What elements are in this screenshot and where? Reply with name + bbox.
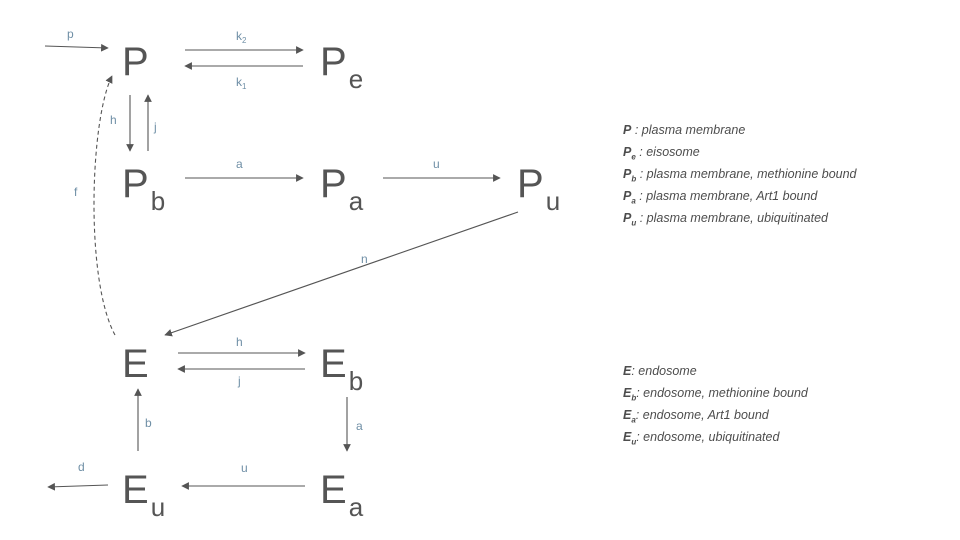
node-pe: Pe (320, 40, 363, 94)
rate-j-top-label: j (153, 120, 157, 134)
rate-h-bottom-label: h (236, 335, 243, 349)
rate-u-top-label: u (433, 157, 440, 171)
edge-p-influx (44, 43, 109, 52)
legend-item-pa: Pa : plasma membrane, Art1 bound (623, 189, 818, 206)
node-ea: Ea (320, 468, 364, 522)
legend-item-eb: Eb: endosome, methionine bound (623, 386, 808, 403)
node-pu: Pu (517, 162, 560, 216)
rate-n-label: n (361, 252, 368, 266)
rate-b-label: b (145, 416, 152, 430)
rate-k1-label: k1 (236, 75, 247, 91)
edge-f-recycle (93, 75, 116, 336)
node-pb: Pb (122, 162, 165, 216)
legend-item-pb: Pb : plasma membrane, methionine bound (623, 167, 857, 184)
legend-item-pu: Pu : plasma membrane, ubiquitinated (623, 211, 829, 228)
legend-endosome: E: endosome Eb: endosome, methionine bou… (623, 363, 808, 451)
edge-n (164, 211, 519, 337)
legend-item-ea: Ea: endosome, Art1 bound (623, 408, 769, 425)
rate-a-top-label: a (236, 157, 243, 171)
node-eb: Eb (320, 342, 363, 396)
node-p: P (122, 40, 149, 84)
legend-item-eu: Eu: endosome, ubiquitinated (623, 430, 780, 447)
rate-j-bottom-label: j (237, 374, 241, 388)
node-e: E (122, 342, 149, 386)
legend-membrane: P : plasma membrane Pe : eisosome Pb : p… (623, 122, 857, 232)
rate-d-label: d (78, 460, 85, 474)
rate-k2-label: k2 (236, 29, 247, 45)
rate-p-label: p (67, 27, 74, 41)
legend-item-p: P : plasma membrane (623, 123, 746, 137)
rate-h-top-label: h (110, 113, 117, 127)
node-pa: Pa (320, 162, 364, 216)
rate-a-bottom-label: a (356, 419, 363, 433)
rate-f-label: f (74, 185, 78, 199)
rate-u-bottom-label: u (241, 461, 248, 475)
node-eu: Eu (122, 468, 165, 522)
legend-item-e: E: endosome (623, 364, 697, 378)
edge-d (47, 482, 109, 491)
legend-item-pe: Pe : eisosome (623, 145, 700, 162)
